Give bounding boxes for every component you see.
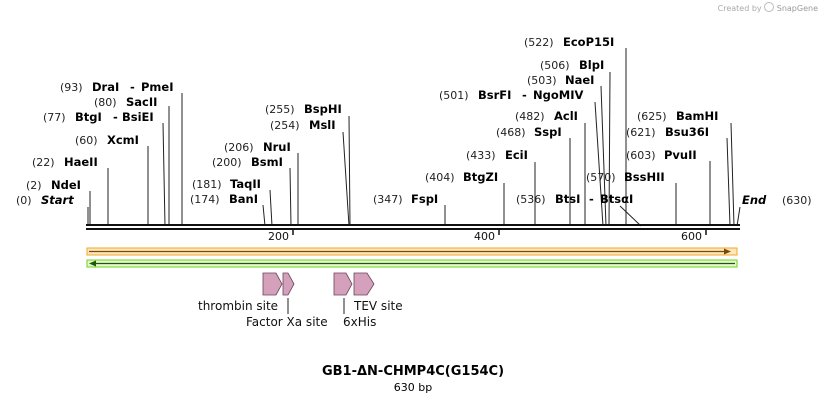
site-btsi-pos: (536) xyxy=(516,193,546,206)
site-bamhi-name: BamHI xyxy=(676,109,718,123)
credit-brand: SnapGene xyxy=(776,4,818,13)
site-ecop15i-pos: (522) xyxy=(524,36,554,49)
site-naei-pos: (503) xyxy=(527,74,557,87)
site-labels: (0) Start (2) NdeI (22) HaeII (60) XcmI … xyxy=(16,35,812,207)
site-bamhi-pos: (625) xyxy=(637,110,667,123)
site-sspi-name: SspI xyxy=(534,125,562,139)
site-taqii-name: TaqII xyxy=(230,177,261,191)
site-btsi-name: BtsI xyxy=(555,192,580,206)
site-ecii-pos: (433) xyxy=(466,149,496,162)
site-haeii-pos: (22) xyxy=(32,156,55,169)
site-bsu36i-pos: (621) xyxy=(626,126,656,139)
site-pmei-name: PmeI xyxy=(141,80,174,94)
svg-text:-: - xyxy=(113,110,118,124)
6xhis-arrow xyxy=(333,272,353,296)
tick-400: 400 xyxy=(474,230,495,243)
feature-6xhis: 6xHis xyxy=(343,315,376,329)
site-bani-pos: (174) xyxy=(190,193,220,206)
site-haeii-name: HaeII xyxy=(64,155,98,169)
site-bsmi-name: BsmI xyxy=(251,155,283,169)
feature-leader-lines xyxy=(287,298,345,314)
site-xcmi-name: XcmI xyxy=(107,133,139,147)
snapgene-logo-icon xyxy=(764,2,775,12)
feature-factor-xa-site: Factor Xa site xyxy=(246,315,328,329)
site-btgi-name: BtgI xyxy=(75,110,102,124)
dna-backbone xyxy=(86,224,740,230)
construct-length: 630 bp xyxy=(393,381,433,394)
site-sspi-pos: (468) xyxy=(496,126,526,139)
credit: Created by SnapGene xyxy=(718,2,818,13)
site-start-name: Start xyxy=(41,193,74,207)
site-bsphi-name: BspHI xyxy=(304,102,342,116)
site-bsrfi-name: BsrFI xyxy=(478,88,511,102)
site-bsphi-pos: (255) xyxy=(265,103,295,116)
site-xcmi-pos: (60) xyxy=(75,134,98,147)
site-blpi-name: BlpI xyxy=(579,58,604,72)
site-btgzi-name: BtgZI xyxy=(463,170,498,184)
site-msli-pos: (254) xyxy=(270,119,300,132)
site-blpi-pos: (506) xyxy=(540,59,570,72)
reverse-feature-bar xyxy=(86,259,738,268)
site-btgzi-pos: (404) xyxy=(425,171,455,184)
site-taqii-pos: (181) xyxy=(192,178,222,191)
site-acli-pos: (482) xyxy=(515,110,545,123)
svg-text:-: - xyxy=(130,80,135,94)
site-bsrfi-pos: (501) xyxy=(439,89,469,102)
feature-arrows xyxy=(262,272,375,296)
site-nrui-pos: (206) xyxy=(224,141,254,154)
site-bsshii-pos: (570) xyxy=(586,171,616,184)
site-btsai-name: BtsαI xyxy=(600,192,633,206)
scale-ticks xyxy=(292,229,707,235)
site-sacii-pos: (80) xyxy=(94,96,117,109)
site-nrui-name: NruI xyxy=(263,140,291,154)
factor-xa-site-arrow xyxy=(282,272,295,296)
site-bsiei-name: BsiEI xyxy=(122,110,154,124)
site-bsshii-name: BssHII xyxy=(624,170,665,184)
thrombin-site-arrow xyxy=(262,272,283,296)
site-btgi-pos: (77) xyxy=(43,111,66,124)
feature-tev-site: TEV site xyxy=(353,299,403,313)
site-pvuii-pos: (603) xyxy=(626,149,656,162)
forward-feature-bar xyxy=(86,247,738,256)
tick-600: 600 xyxy=(681,230,702,243)
site-ecop15i-name: EcoP15I xyxy=(563,35,614,49)
tick-200: 200 xyxy=(268,230,289,243)
feature-thrombin-site: thrombin site xyxy=(198,299,278,313)
site-leader-lines xyxy=(87,48,741,227)
site-fspi-name: FspI xyxy=(411,192,438,206)
site-ngomiv-name: NgoMIV xyxy=(533,88,583,102)
svg-text:-: - xyxy=(589,192,594,206)
site-ecii-name: EciI xyxy=(505,148,528,162)
construct-title: GB1-ΔN-CHMP4C(G154C) xyxy=(321,364,505,379)
site-bani-name: BanI xyxy=(229,192,258,206)
site-fspi-pos: (347) xyxy=(373,193,403,206)
site-bsmi-pos: (200) xyxy=(212,156,242,169)
site-acli-name: AclI xyxy=(554,109,578,123)
site-end-pos: (630) xyxy=(782,194,812,207)
site-end-name: End xyxy=(742,193,767,207)
site-naei-name: NaeI xyxy=(565,73,594,87)
site-drai-pos: (93) xyxy=(60,81,83,94)
site-sacii-name: SacII xyxy=(126,95,157,109)
site-ndei-pos: (2) xyxy=(26,179,42,192)
site-bsu36i-name: Bsu36I xyxy=(665,125,709,139)
site-drai-name: DraI xyxy=(92,80,119,94)
site-msli-name: MslI xyxy=(309,118,336,132)
site-pvuii-name: PvuII xyxy=(664,148,697,162)
credit-prefix: Created by xyxy=(717,4,762,13)
site-ndei-name: NdeI xyxy=(51,178,81,192)
site-start-pos: (0) xyxy=(16,194,32,207)
svg-text:-: - xyxy=(522,88,527,102)
tev-site-arrow xyxy=(353,272,375,296)
